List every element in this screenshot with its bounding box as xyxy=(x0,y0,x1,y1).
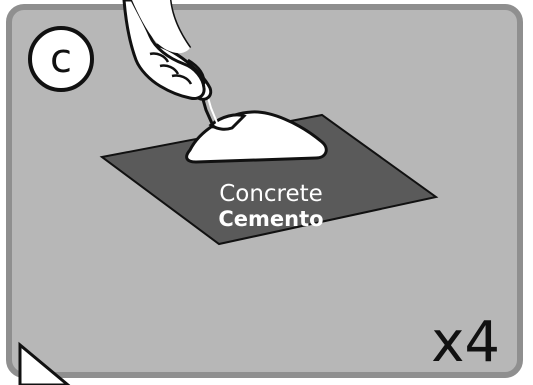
surface-label-primary: Concrete xyxy=(219,181,323,207)
trowel-icon xyxy=(208,113,247,131)
finger-3 xyxy=(171,74,193,85)
surface-label-secondary: Cemento xyxy=(218,207,324,231)
corner-piece xyxy=(18,341,71,385)
arm-fill xyxy=(132,0,190,54)
thumb xyxy=(187,58,206,85)
finger-2 xyxy=(159,64,180,75)
finger-1 xyxy=(149,52,170,63)
step-label: c xyxy=(28,26,94,92)
surface-label: Concrete Cemento xyxy=(176,182,366,232)
hand-icon xyxy=(122,0,206,100)
quantity-count: x4 xyxy=(431,310,500,375)
